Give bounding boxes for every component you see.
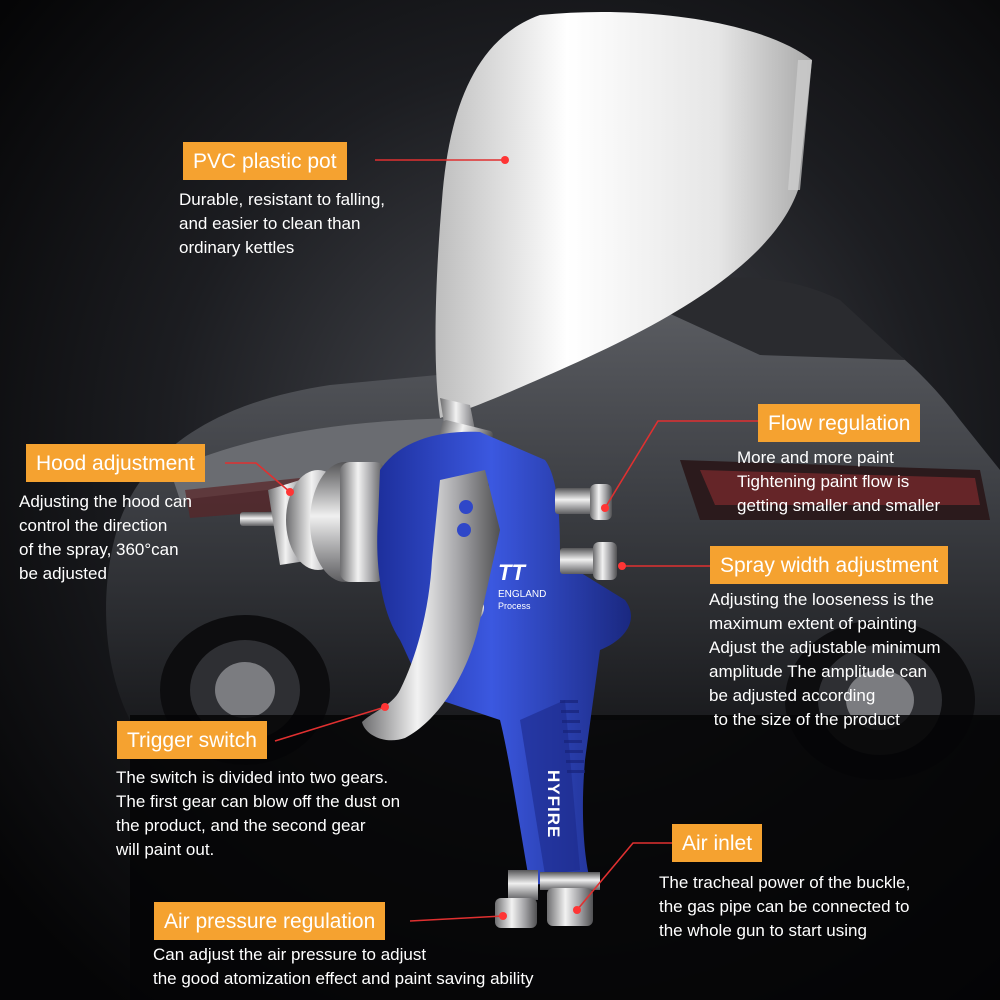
logo-line-1: ENGLAND [498,589,546,600]
air-pressure-knob [495,870,538,928]
callout-title-air-pressure: Air pressure regulation [154,902,386,940]
callout-desc-trigger-switch: The switch is divided into two gears. Th… [116,768,401,859]
leader-dots [286,156,626,920]
logo-line-2: Process [498,601,531,611]
leader-trigger [274,706,386,742]
callout-desc-air-pressure: Can adjust the air pressure to adjust th… [153,945,534,988]
gun-logo: TT ENGLAND Process [498,560,546,611]
trigger [362,470,500,741]
logo-mark: TT [498,560,526,585]
callout-title-air-inlet: Air inlet [672,824,763,862]
leader-inlet [576,842,672,911]
air-inlet [540,872,600,926]
callout-desc-flow-regulation: More and more paint Tightening paint flo… [737,448,941,515]
callout-desc-pvc-pot: Durable, resistant to falling, and easie… [179,190,385,257]
leader-hood [225,462,291,493]
spray-hood [240,462,385,582]
leader-lines [225,159,758,922]
callout-desc-spray-width: Adjusting the looseness is the maximum e… [709,590,941,729]
callout-title-hood-adjustment: Hood adjustment [26,444,205,482]
callout-title-pvc-pot: PVC plastic pot [183,142,347,180]
callout-desc-hood-adjustment: Adjusting the hood can control the direc… [19,492,192,583]
brand-text: HYFIRE [544,770,563,838]
callout-desc-air-inlet: The tracheal power of the buckle, the ga… [659,873,911,940]
callout-title-spray-width: Spray width adjustment [710,546,949,584]
leader-pressure [409,915,504,922]
callout-title-trigger-switch: Trigger switch [117,721,267,759]
spray-width-knob [560,542,617,580]
callout-title-flow-regulation: Flow regulation [758,404,921,442]
leader-flow [604,420,758,509]
